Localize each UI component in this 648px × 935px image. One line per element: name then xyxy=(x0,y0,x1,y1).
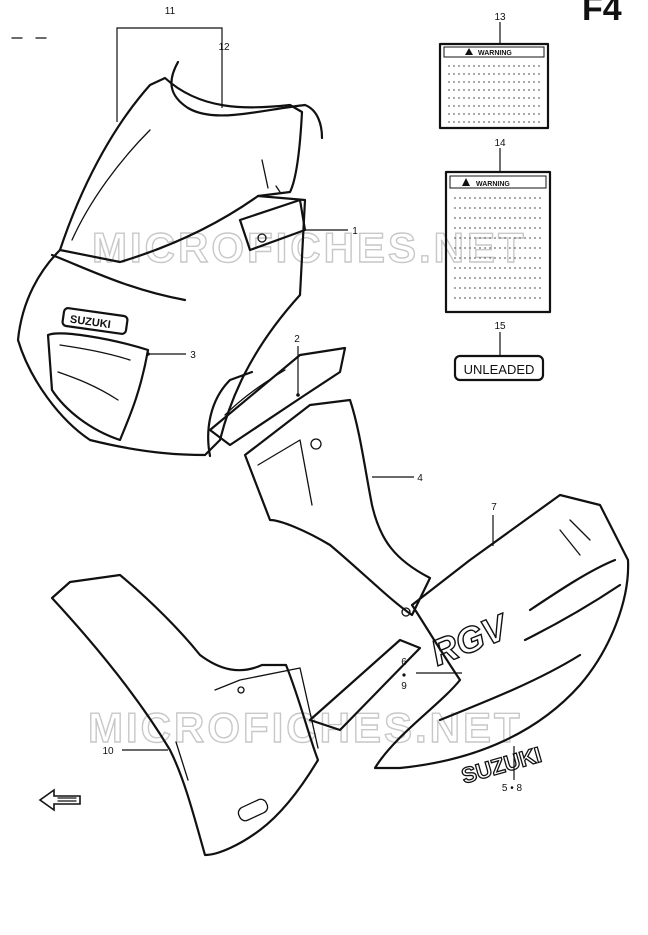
callout-7: 7 xyxy=(491,502,497,513)
callout-12: 12 xyxy=(218,42,230,53)
callout-4: 4 xyxy=(417,473,423,484)
unleaded-label-frame xyxy=(453,354,545,382)
warning-label-14-header xyxy=(449,175,547,189)
lower-cowl-stripe-1 xyxy=(528,558,617,612)
lower-cowl-detail xyxy=(559,519,591,556)
cowl-crease-line xyxy=(50,253,187,302)
callout-14: 14 xyxy=(494,138,506,149)
warning-triangle-icon xyxy=(462,178,470,186)
upper-cowl-outline xyxy=(16,194,307,457)
windscreen-top-edge xyxy=(170,60,324,140)
part-4-fold xyxy=(257,439,313,506)
rgv-decal: RGV xyxy=(425,605,515,673)
unleaded-label-text: UNLEADED xyxy=(464,362,535,377)
part-10-detail xyxy=(175,741,189,781)
part-4-outline xyxy=(243,398,432,617)
part-2-outline xyxy=(208,346,347,447)
headlight-opening xyxy=(46,332,150,442)
callout-15: 15 xyxy=(494,321,506,332)
warning-triangle-icon xyxy=(465,48,473,55)
part-10-outline xyxy=(50,573,320,857)
lower-cowl-stripe-3 xyxy=(438,653,582,722)
page-code: F4 xyxy=(582,0,622,28)
cowl-suzuki-decal: SUZUKI xyxy=(69,314,111,332)
cowl-decal-frame xyxy=(61,307,129,335)
windscreen-inner-line xyxy=(71,129,151,241)
part-10-under-cowl xyxy=(50,573,422,857)
warning-label-14-text: WARNING xyxy=(476,181,510,188)
callout-6: 6 xyxy=(401,657,407,668)
part-4-inner-fairing xyxy=(243,398,432,617)
unleaded-label-15: UNLEADED xyxy=(453,354,545,382)
leader-lines xyxy=(116,22,515,780)
part-10-hole xyxy=(237,686,245,694)
callout-13: 13 xyxy=(494,12,506,23)
part-10-slot xyxy=(237,798,269,822)
warning-label-13-header xyxy=(443,46,545,58)
cowl-rear-edge xyxy=(207,370,254,458)
headlight-detail xyxy=(57,344,131,401)
warning-label-13-fine-print xyxy=(448,65,540,123)
callout-5-8: 5 • 8 xyxy=(502,783,523,794)
part-10-fold xyxy=(214,667,319,749)
watermark-top: MICROFICHES.NET xyxy=(92,224,527,271)
part-2-inner-panel xyxy=(208,346,347,447)
lower-cowl-stripe-2 xyxy=(523,583,622,642)
part-4-hole xyxy=(310,438,322,450)
warning-label-13: WARNING xyxy=(438,42,550,130)
callout-11: 11 xyxy=(165,6,176,17)
watermark-bottom: MICROFICHES.NET xyxy=(88,704,523,751)
callout-9: 9 xyxy=(401,681,407,692)
callout-2: 2 xyxy=(294,334,300,345)
windscreen-screw-marks xyxy=(261,159,281,193)
callout-10: 10 xyxy=(102,746,114,757)
callout-1: 1 xyxy=(352,226,358,237)
callout-dot xyxy=(402,673,406,677)
warning-label-14-frame xyxy=(444,170,552,314)
warning-label-13-text: WARNING xyxy=(478,50,512,57)
part-1-hole xyxy=(257,233,267,243)
windscreen-outline xyxy=(58,76,304,264)
lower-cowl-outline xyxy=(373,493,630,770)
front-direction-arrow-icon xyxy=(38,788,81,812)
warning-label-14: WARNING xyxy=(444,170,552,314)
screw-icon xyxy=(401,607,411,617)
warning-label-13-frame xyxy=(438,42,550,130)
leader-11 xyxy=(116,27,223,122)
part-2-detail xyxy=(224,369,286,416)
callout-3: 3 xyxy=(190,350,196,361)
connector-panel xyxy=(308,638,422,732)
